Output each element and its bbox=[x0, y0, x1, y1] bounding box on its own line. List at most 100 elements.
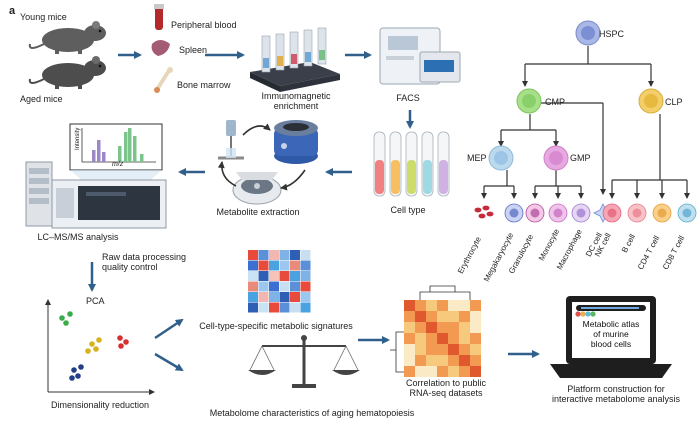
atlas-line-3: blood cells bbox=[590, 339, 632, 349]
corr-cell bbox=[470, 300, 481, 311]
corr-cell bbox=[448, 366, 459, 377]
heatmap-cell bbox=[258, 260, 269, 271]
heatmap-cell bbox=[300, 250, 311, 260]
spectrum-peak bbox=[92, 150, 96, 162]
hierarchy-lines bbox=[481, 46, 690, 199]
mature-cell-nucleus bbox=[682, 208, 692, 218]
atlas-line-2: of murine bbox=[593, 329, 629, 339]
pca-point bbox=[69, 375, 75, 381]
balance-scale-icon bbox=[248, 335, 360, 388]
mep-label: MEP bbox=[467, 153, 487, 163]
heatmap-cell bbox=[248, 281, 258, 292]
platform-label-1: Platform construction for bbox=[567, 384, 665, 394]
cell-type-label: Cell type bbox=[390, 205, 426, 215]
cell-tube-fill bbox=[423, 160, 432, 194]
atlas-screen-text: Metabolic atlas of murine blood cells bbox=[574, 319, 648, 349]
corr-cell bbox=[404, 344, 415, 355]
corr-cell bbox=[404, 311, 415, 322]
mass-spectrum-plot bbox=[69, 123, 163, 171]
corr-cell bbox=[404, 333, 415, 344]
corr-cell bbox=[459, 300, 470, 311]
heatmap-cell bbox=[258, 281, 269, 292]
corr-cell bbox=[426, 366, 437, 377]
bone-icon bbox=[154, 67, 173, 93]
heatmap-cell bbox=[248, 292, 258, 302]
corr-cell bbox=[459, 366, 470, 377]
platform-label-2: interactive metabolome analysis bbox=[551, 394, 681, 404]
heatmap-cell bbox=[290, 260, 300, 271]
corr-cell bbox=[426, 355, 437, 366]
corr-cell bbox=[437, 366, 448, 377]
cell-tube-fill bbox=[407, 160, 416, 194]
corr-cell bbox=[459, 344, 470, 355]
ms-xlabel: m/z bbox=[112, 161, 124, 168]
centrifuge-icon bbox=[232, 172, 282, 205]
raw-processing-label-1: Raw data processing bbox=[102, 252, 187, 262]
corr-cell bbox=[415, 311, 426, 322]
hspc-cell-icon bbox=[575, 20, 601, 46]
pca-label: PCA bbox=[86, 296, 105, 306]
spectrum-peak bbox=[128, 128, 132, 162]
heatmap-cell bbox=[269, 271, 279, 281]
pca-point bbox=[78, 364, 84, 370]
heatmap-cell bbox=[279, 271, 290, 281]
spectrum-peak bbox=[102, 152, 106, 162]
corr-cell bbox=[415, 333, 426, 344]
gmp-label: GMP bbox=[570, 153, 591, 163]
magnetic-separator-icon bbox=[250, 27, 340, 92]
pca-point bbox=[71, 367, 77, 373]
hspc-label: HSPC bbox=[599, 29, 625, 39]
spectrum-peak bbox=[97, 140, 101, 162]
corr-cell bbox=[470, 333, 481, 344]
tissue-blood-label: Peripheral blood bbox=[171, 20, 237, 30]
spectrum-peak bbox=[124, 132, 128, 162]
heatmap-cell bbox=[290, 250, 300, 260]
mature-cell-nucleus bbox=[509, 208, 519, 218]
lcms-instrument-icon bbox=[25, 161, 167, 229]
corr-cell bbox=[415, 322, 426, 333]
correlation-label-2: RNA-seq datasets bbox=[409, 388, 483, 398]
cmp-label: CMP bbox=[545, 97, 565, 107]
corr-cell bbox=[415, 344, 426, 355]
pca-point bbox=[63, 320, 69, 326]
aging-label: Metabolome characteristics of aging hema… bbox=[209, 408, 415, 418]
corr-cell bbox=[437, 311, 448, 322]
cycle-arrow-2 bbox=[280, 169, 306, 191]
mep-cell-icon bbox=[488, 145, 514, 171]
cell-tube-fill bbox=[439, 160, 448, 194]
dimred-label: Dimensionality reduction bbox=[50, 400, 150, 410]
dendrogram bbox=[390, 285, 471, 373]
signature-heatmap bbox=[248, 250, 311, 313]
heatmap-cell bbox=[279, 302, 290, 313]
heatmap-cell bbox=[269, 281, 279, 292]
homogenizer-icon bbox=[218, 120, 244, 160]
corr-cell bbox=[448, 311, 459, 322]
heatmap-cell bbox=[258, 271, 269, 281]
heatmap-cell bbox=[300, 271, 311, 281]
correlation-label-1: Correlation to public bbox=[405, 378, 487, 388]
heatmap-cell bbox=[290, 302, 300, 313]
pca-point bbox=[96, 337, 102, 343]
mature-cell-nucleus bbox=[632, 208, 642, 218]
pca-point bbox=[123, 339, 129, 345]
gmp-cell-icon bbox=[543, 145, 569, 171]
mature-cell-nucleus bbox=[553, 208, 563, 218]
pca-point bbox=[59, 315, 65, 321]
pca-point bbox=[93, 346, 99, 352]
corr-cell bbox=[470, 311, 481, 322]
mature-cell-nucleus bbox=[607, 208, 617, 218]
pca-point bbox=[75, 373, 81, 379]
heatmap-cell bbox=[290, 271, 300, 281]
signatures-label: Cell-type-specific metabolic signatures bbox=[199, 321, 353, 331]
corr-cell bbox=[448, 300, 459, 311]
mature-cell-nucleus bbox=[576, 208, 586, 218]
heatmap-cell bbox=[279, 260, 290, 271]
heatmap-cell bbox=[269, 302, 279, 313]
cycle-arrow-3 bbox=[217, 161, 237, 187]
corr-cell bbox=[459, 333, 470, 344]
heatmap-cell bbox=[290, 281, 300, 292]
cell-type-tubes bbox=[373, 131, 450, 197]
heatmap-cell bbox=[300, 260, 311, 271]
heatmap-cell bbox=[300, 302, 311, 313]
